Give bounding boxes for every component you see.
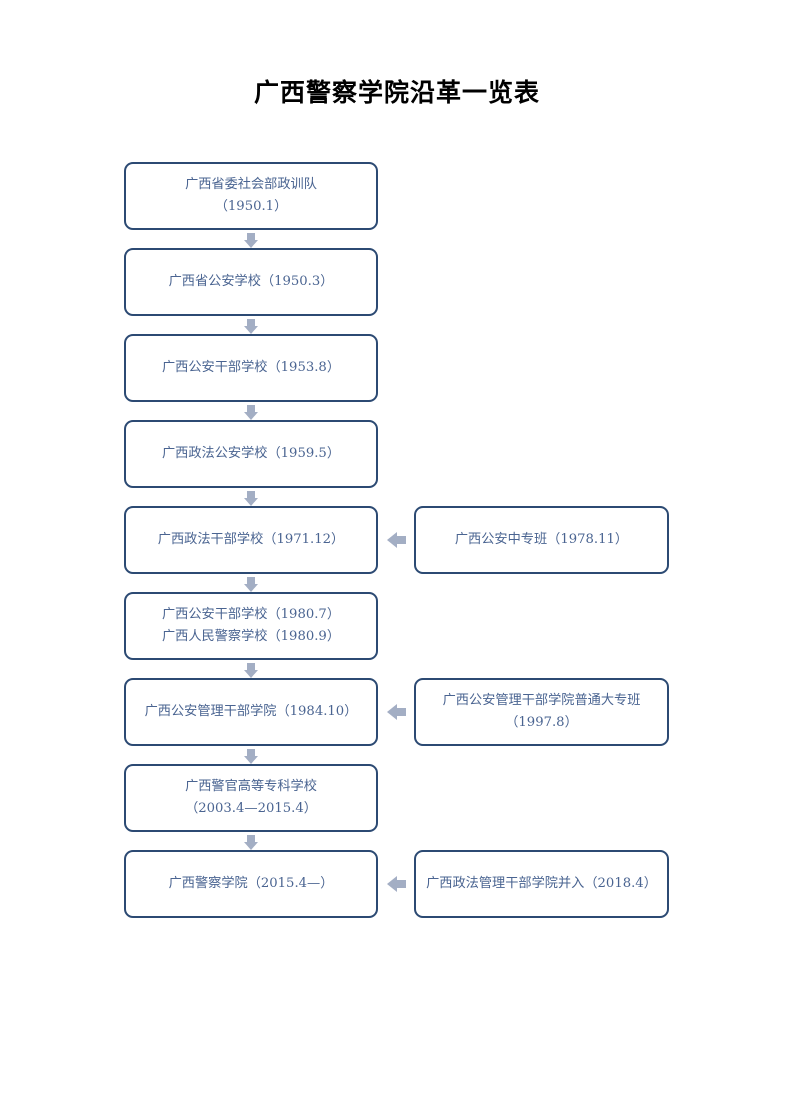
flow-node-side-2[interactable]: 广西公安管理干部学院普通大专班 （1997.8） [414,678,669,746]
arrow-head [244,412,258,420]
arrow-down-icon [243,405,259,421]
arrow-shaft [247,577,255,585]
flow-node-main-9[interactable]: 广西警察学院（2015.4—） [124,850,378,918]
page-title: 广西警察学院沿革一览表 [253,78,540,107]
arrow-shaft [247,835,255,843]
arrow-left-icon [387,532,406,548]
arrow-down-icon [243,577,259,593]
arrow-shaft [247,233,255,241]
arrow-shaft [397,536,406,544]
flow-node-side-1[interactable]: 广西公安中专班（1978.11） [414,506,669,574]
arrow-down-icon [243,233,259,249]
arrow-down-icon [243,491,259,507]
flow-node-label: 广西公安管理干部学院（1984.10） [144,704,358,719]
flow-node-label: 广西政法公安学校（1959.5） [161,446,341,461]
flow-node-label: 广西警察学院（2015.4—） [168,876,334,891]
arrow-left-icon [387,876,406,892]
flow-node-main-3[interactable]: 广西公安干部学校（1953.8） [124,334,378,402]
arrow-down-icon [243,749,259,765]
arrow-head [244,756,258,764]
flow-node-main-6[interactable]: 广西公安干部学校（1980.7） 广西人民警察学校（1980.9） [124,592,378,660]
arrow-head [244,584,258,592]
flow-node-label: 广西公安干部学校（1980.7） 广西人民警察学校（1980.9） [161,607,341,644]
flow-node-main-4[interactable]: 广西政法公安学校（1959.5） [124,420,378,488]
arrow-left-icon [387,704,406,720]
arrow-head [244,326,258,334]
arrow-down-icon [243,319,259,335]
arrow-shaft [247,491,255,499]
arrow-shaft [397,708,406,716]
flow-node-label: 广西政法管理干部学院并入（2018.4） [426,876,657,891]
flow-node-main-7[interactable]: 广西公安管理干部学院（1984.10） [124,678,378,746]
arrow-head [244,240,258,248]
arrow-head [387,704,397,720]
flow-node-side-3[interactable]: 广西政法管理干部学院并入（2018.4） [414,850,669,918]
flow-node-main-5[interactable]: 广西政法干部学校（1971.12） [124,506,378,574]
arrow-head [387,532,397,548]
arrow-head [244,842,258,850]
flow-node-main-2[interactable]: 广西省公安学校（1950.3） [124,248,378,316]
arrow-down-icon [243,663,259,679]
flow-node-label: 广西警官高等专科学校 （2003.4—2015.4） [185,779,317,816]
arrow-head [387,876,397,892]
arrow-head [244,670,258,678]
flow-node-main-8[interactable]: 广西警官高等专科学校 （2003.4—2015.4） [124,764,378,832]
arrow-shaft [247,749,255,757]
arrow-shaft [247,663,255,671]
flow-node-label: 广西公安干部学校（1953.8） [161,360,341,375]
arrow-shaft [247,405,255,413]
flow-node-label: 广西公安管理干部学院普通大专班 （1997.8） [442,693,641,730]
flow-node-label: 广西政法干部学校（1971.12） [157,532,345,547]
flow-node-main-1[interactable]: 广西省委社会部政训队 （1950.1） [124,162,378,230]
flow-node-label: 广西公安中专班（1978.11） [454,532,629,547]
flow-node-label: 广西省委社会部政训队 （1950.1） [185,177,317,214]
flow-node-label: 广西省公安学校（1950.3） [168,274,334,289]
arrow-shaft [247,319,255,327]
arrow-head [244,498,258,506]
arrow-shaft [397,880,406,888]
arrow-down-icon [243,835,259,851]
